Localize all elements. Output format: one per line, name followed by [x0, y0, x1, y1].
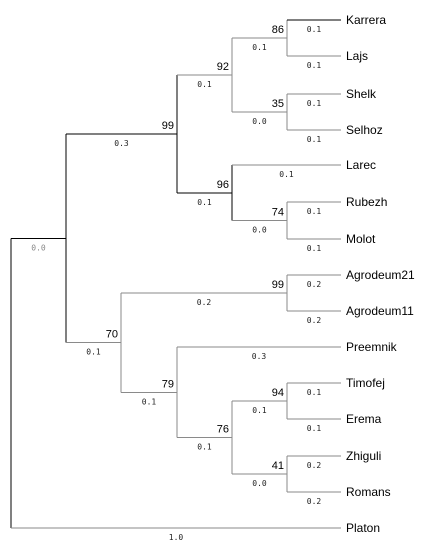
leaf-label: Agrodeum11	[346, 304, 414, 318]
bootstrap-support: 79	[162, 378, 174, 390]
branch-length: 0.1	[142, 397, 157, 406]
branch-length: 0.1	[252, 43, 267, 52]
branch-length: 0.0	[31, 243, 46, 252]
branch-length: 0.2	[307, 316, 322, 325]
branch-length: 0.3	[114, 139, 129, 148]
branch-length: 0.2	[197, 298, 212, 307]
leaf-label: Timofej	[346, 376, 385, 390]
branch-length: 0.1	[197, 80, 212, 89]
branch-length: 0.3	[252, 352, 267, 361]
branch-length: 0.2	[307, 461, 322, 470]
branch-length: 0.1	[252, 406, 267, 415]
branch-length: 0.1	[86, 348, 101, 357]
branch-length: 0.2	[307, 280, 322, 289]
branch-length: 0.1	[307, 25, 322, 34]
branch-length: 0.1	[307, 388, 322, 397]
leaf-label: Erema	[346, 412, 382, 426]
bootstrap-support: 94	[272, 387, 284, 399]
branch-length: 0.1	[197, 443, 212, 452]
branch-length: 0.1	[307, 61, 322, 70]
leaf-label: Molot	[346, 232, 376, 246]
branch-length: 0.0	[252, 226, 267, 235]
bootstrap-support: 96	[217, 179, 229, 191]
branch-length: 0.1	[307, 99, 322, 108]
bootstrap-support: 74	[272, 207, 284, 219]
leaf-label: Agrodeum21	[346, 268, 415, 282]
bootstrap-support: 99	[162, 120, 174, 132]
branch-length: 0.2	[307, 497, 322, 506]
branch-length: 0.1	[307, 135, 322, 144]
branch-length: 0.1	[197, 198, 212, 207]
bootstrap-support: 92	[217, 61, 229, 73]
leaf-label: Karrera	[346, 13, 386, 27]
leaf-label: Preemnik	[346, 340, 398, 354]
leaf-label: Zhiguli	[346, 449, 381, 463]
branch-length: 1.0	[169, 533, 184, 542]
branch-length: 0.1	[307, 207, 322, 216]
bootstrap-support: 35	[272, 98, 284, 110]
leaf-label: Larec	[346, 158, 376, 172]
leaf-label: Shelk	[346, 87, 377, 101]
branch-length: 0.0	[252, 117, 267, 126]
bootstrap-support: 76	[217, 424, 229, 436]
branch-length: 0.0	[252, 479, 267, 488]
leaf-label: Lajs	[346, 49, 368, 63]
leaf-label: Selhoz	[346, 123, 383, 137]
bootstrap-support: 41	[272, 460, 284, 472]
bootstrap-support: 99	[272, 279, 284, 291]
leaf-label: Rubezh	[346, 195, 387, 209]
bootstrap-support: 70	[106, 329, 118, 341]
leaf-label: Platon	[346, 521, 380, 535]
leaf-label: Romans	[346, 485, 391, 499]
branch-length: 0.1	[307, 244, 322, 253]
branch-length: 0.1	[307, 424, 322, 433]
bootstrap-support: 86	[272, 24, 284, 36]
branch-length: 0.1	[279, 170, 294, 179]
